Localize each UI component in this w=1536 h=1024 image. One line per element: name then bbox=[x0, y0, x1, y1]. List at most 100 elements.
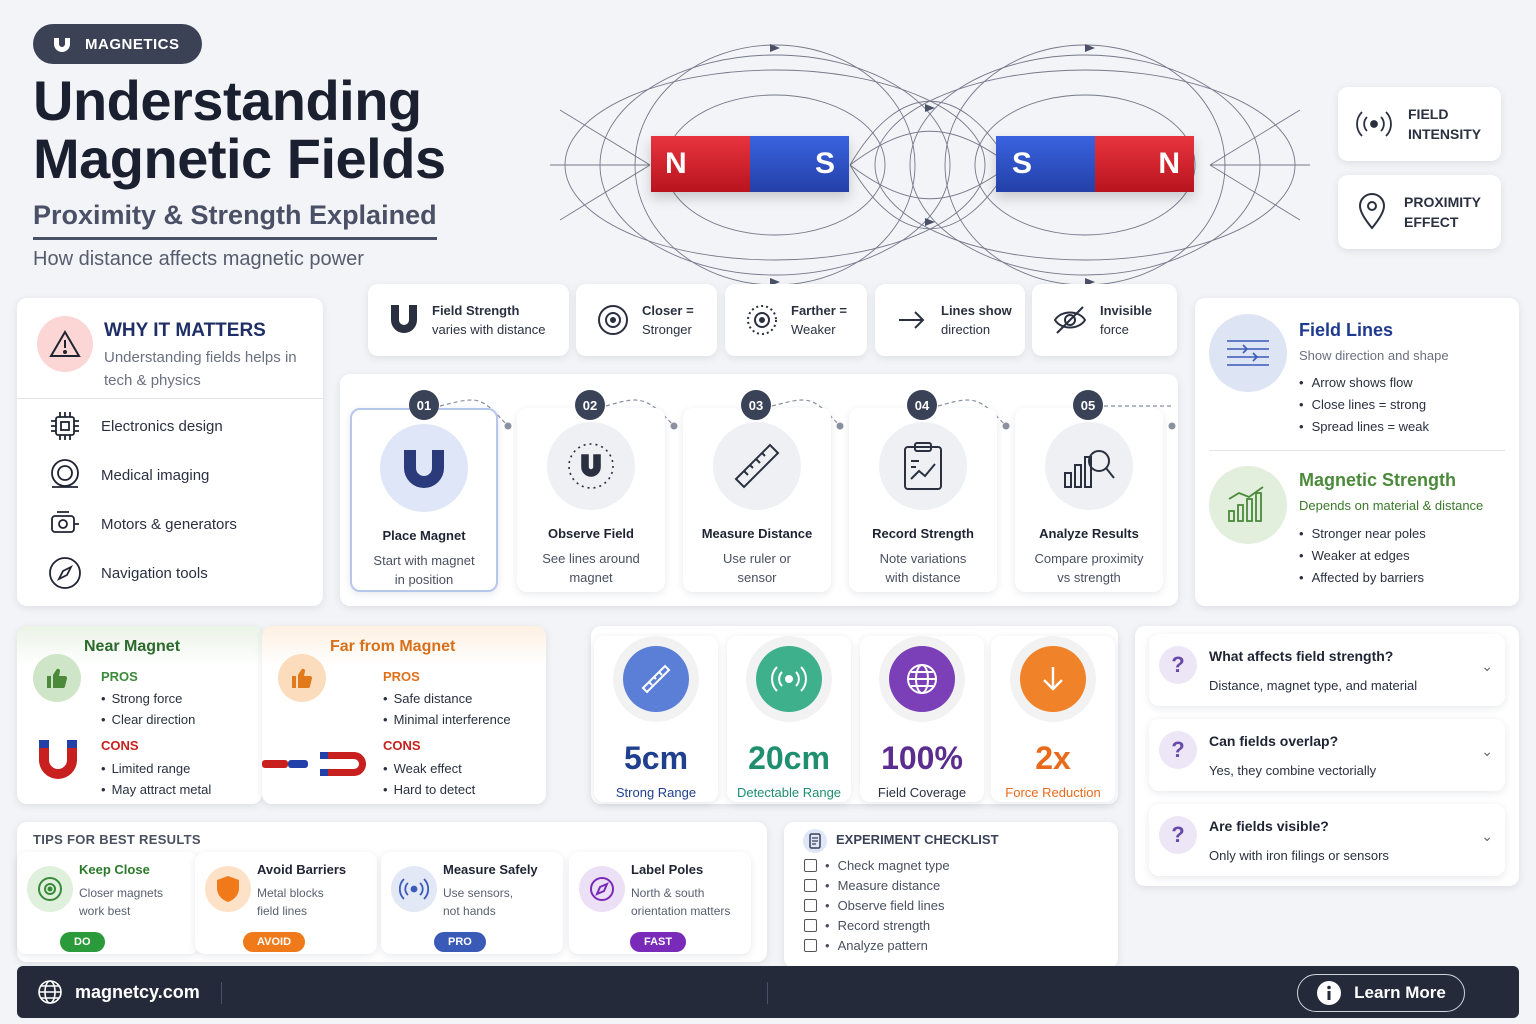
divider bbox=[1209, 450, 1505, 451]
pill-farther-weaker: Farther =Weaker bbox=[725, 284, 867, 356]
chevron-down-icon[interactable]: ⌄ bbox=[1481, 828, 1493, 844]
magnet-icon bbox=[404, 444, 444, 488]
eye-off-icon bbox=[1053, 306, 1087, 334]
learn-more-button[interactable]: Learn More bbox=[1297, 974, 1465, 1012]
list-item: May attract metal bbox=[101, 779, 212, 800]
checkbox[interactable] bbox=[804, 859, 817, 872]
near-magnet-panel: Near Magnet PROS Strong force Clear dire… bbox=[17, 626, 262, 804]
question-icon: ? bbox=[1159, 816, 1197, 854]
list-item: Arrow shows flow bbox=[1299, 372, 1429, 394]
chevron-down-icon[interactable]: ⌄ bbox=[1481, 743, 1493, 759]
north-pole: N bbox=[651, 136, 750, 192]
clipboard-icon bbox=[904, 442, 942, 490]
south-pole: S bbox=[996, 136, 1095, 192]
shield-icon bbox=[205, 866, 251, 912]
checkbox[interactable] bbox=[804, 939, 817, 952]
divider bbox=[17, 398, 323, 399]
checklist-item[interactable]: •Measure distance bbox=[804, 878, 940, 893]
stat-detectable-range: 20cm Detectable Range bbox=[727, 636, 851, 802]
checklist-item[interactable]: •Record strength bbox=[804, 918, 930, 933]
magnetic-strength-title: Magnetic Strength bbox=[1299, 470, 1457, 490]
globe-icon bbox=[889, 646, 955, 712]
tag-fast: FAST bbox=[630, 932, 687, 952]
checklist-item[interactable]: •Analyze pattern bbox=[804, 938, 928, 953]
radio-waves-icon bbox=[391, 866, 437, 912]
why-title: WHY IT MATTERS bbox=[104, 320, 266, 341]
arrow-down-icon bbox=[1020, 646, 1086, 712]
footer-site[interactable]: magnetcy.com bbox=[37, 979, 200, 1005]
tip-measure-safely: Measure Safely Use sensors,not hands PRO bbox=[381, 852, 563, 954]
checklist-title: EXPERIMENT CHECKLIST bbox=[836, 832, 999, 847]
list-item: Safe distance bbox=[383, 688, 511, 709]
ruler-icon bbox=[623, 646, 689, 712]
near-title: Near Magnet bbox=[84, 638, 181, 655]
magnet-icon bbox=[54, 34, 70, 52]
info-panel: Field Lines Show direction and shape Arr… bbox=[1195, 298, 1519, 606]
faq-panel: ? What affects field strength? Distance,… bbox=[1135, 626, 1519, 886]
badge-label: MAGNETICS bbox=[85, 35, 180, 53]
faq-item-field-strength[interactable]: ? What affects field strength? Distance,… bbox=[1149, 634, 1505, 706]
list-item: Weaker at edges bbox=[1299, 545, 1426, 567]
distant-magnet-icon bbox=[262, 752, 366, 776]
checklist-item[interactable]: •Observe field lines bbox=[804, 898, 945, 913]
stat-field-coverage: 100% Field Coverage bbox=[860, 636, 984, 802]
checkbox[interactable] bbox=[804, 899, 817, 912]
signal-waves-icon bbox=[1356, 111, 1392, 137]
category-badge: MAGNETICS bbox=[33, 24, 202, 64]
faq-item-overlap[interactable]: ? Can fields overlap? Yes, they combine … bbox=[1149, 719, 1505, 791]
checkbox[interactable] bbox=[804, 919, 817, 932]
list-item: Stronger near poles bbox=[1299, 523, 1426, 545]
horseshoe-magnet-icon bbox=[39, 740, 77, 779]
tips-title: TIPS FOR BEST RESULTS bbox=[33, 832, 201, 847]
title-line-2: Magnetic Fields bbox=[33, 127, 446, 190]
far-title: Far from Magnet bbox=[330, 638, 456, 655]
chevron-down-icon[interactable]: ⌄ bbox=[1481, 658, 1493, 674]
chart-search-icon bbox=[1064, 450, 1115, 488]
checkbox[interactable] bbox=[804, 879, 817, 892]
question-icon: ? bbox=[1159, 646, 1197, 684]
stat-strong-range: 5cm Strong Range bbox=[594, 636, 718, 802]
pill-closer-stronger: Closer =Stronger bbox=[576, 284, 717, 356]
faq-item-visible[interactable]: ? Are fields visible? Only with iron fil… bbox=[1149, 804, 1505, 876]
why-item-medical: Medical imaging bbox=[47, 455, 209, 495]
step-number: 05 bbox=[1073, 390, 1103, 420]
info-icon bbox=[1317, 981, 1342, 1005]
magnetic-strength-subtitle: Depends on material & distance bbox=[1299, 498, 1484, 513]
divider bbox=[221, 982, 222, 1004]
list-item: Weak effect bbox=[383, 758, 475, 779]
list-item: Hard to detect bbox=[383, 779, 476, 800]
list-item: Limited range bbox=[101, 758, 211, 779]
why-item-electronics: Electronics design bbox=[47, 406, 223, 446]
right-bar-magnet: S N bbox=[996, 136, 1194, 192]
strength-chart-icon bbox=[1209, 466, 1287, 544]
list-item: Affected by barriers bbox=[1299, 567, 1426, 589]
location-pin-icon bbox=[1358, 193, 1386, 230]
site-link[interactable]: magnetcy.com bbox=[75, 981, 200, 1002]
list-item: Close lines = strong bbox=[1299, 394, 1429, 416]
field-lines-title: Field Lines bbox=[1299, 320, 1394, 340]
why-item-motors: Motors & generators bbox=[47, 504, 237, 544]
step-number: 02 bbox=[575, 390, 605, 420]
ruler-icon bbox=[734, 443, 780, 489]
checklist-item[interactable]: •Check magnet type bbox=[804, 858, 950, 873]
mri-icon bbox=[51, 459, 79, 488]
experiment-checklist: EXPERIMENT CHECKLIST •Check magnet type … bbox=[784, 822, 1118, 968]
field-lines-subtitle: Show direction and shape bbox=[1299, 348, 1449, 363]
thumbs-up-icon bbox=[278, 654, 326, 702]
tag-avoid: AVOID bbox=[243, 932, 306, 952]
globe-icon bbox=[38, 980, 62, 1004]
list-item: Minimal interference bbox=[383, 709, 511, 730]
step-number: 04 bbox=[907, 390, 937, 420]
question-icon: ? bbox=[1159, 731, 1197, 769]
